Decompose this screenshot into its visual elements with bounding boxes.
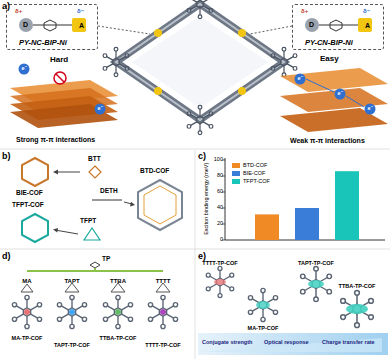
cof-label: TAPT-TP-COF: [54, 343, 90, 349]
stacked-layers: [10, 64, 118, 129]
electron-label: e⁻: [337, 91, 342, 97]
monomer-label: TTBA: [110, 278, 126, 284]
caption-text: Weak π-π interactions: [290, 137, 365, 144]
monomer-label: MA: [22, 278, 31, 284]
caption-text: Strong π-π interactions: [16, 136, 95, 143]
cof-label: MA-TP-COF: [12, 336, 43, 342]
monomer-label: TTTT: [156, 278, 171, 284]
monomer-label: TFPT: [80, 218, 96, 225]
electron-label: e⁻: [97, 106, 102, 112]
legend-text: TFPT-COF: [243, 179, 270, 185]
cof-networks: [22, 158, 182, 242]
cof-label: TTTT-TP-COF: [145, 343, 180, 349]
tick-label: 20: [217, 221, 223, 227]
molecule-label: δ+: [301, 8, 308, 14]
molecule-label: D: [309, 21, 314, 28]
tick-label: 0: [220, 237, 223, 243]
legend-swatch: [232, 163, 240, 168]
monomer-tree: [12, 262, 177, 329]
trend-label: Charge transfer rate: [322, 340, 375, 346]
molecule-label: δ−: [363, 8, 370, 14]
molecule-label: PY-CN-BIP-Ni: [305, 39, 353, 47]
panel-letter: d): [2, 252, 11, 261]
panel-letter: b): [2, 152, 11, 161]
panel-letter: e): [198, 252, 206, 261]
monomer-label: TAPT: [64, 278, 79, 284]
cof-label: TFPT-COF: [12, 202, 44, 209]
panel-letter: a): [2, 2, 10, 11]
legend-swatch: [232, 179, 240, 184]
trend-label: Optical response: [264, 340, 309, 346]
molecule-label: D: [23, 21, 28, 28]
state-label: Hard: [50, 56, 68, 64]
legend-text: BIE-COF: [243, 171, 265, 177]
legend-text: BTD-COF: [243, 163, 267, 169]
molecule-label: δ−: [77, 8, 84, 14]
panel-letter: c): [198, 152, 206, 161]
state-label: Easy: [320, 55, 339, 63]
molecule-label: PY-NC-BIP-Ni: [19, 39, 67, 47]
bar-chart: [222, 158, 385, 240]
monomer-label: TP: [102, 256, 110, 263]
monomer-label: BTT: [88, 156, 101, 163]
molecule-label: A: [79, 22, 84, 29]
cof-label: BTD-COF: [140, 168, 169, 175]
cof-label: MA-TP-COF: [248, 326, 279, 332]
molecule-label: δ+: [15, 8, 22, 14]
cof-label: BIE-COF: [16, 190, 43, 197]
tick-label: 80: [217, 173, 223, 179]
dashed-molecule-box: D Aδ+ δ− PY-NC-BIP-Ni: [6, 4, 98, 50]
electron-label: e⁻: [367, 106, 372, 112]
tick-label: 40: [217, 205, 223, 211]
donor-acceptor-molecule: [19, 18, 372, 32]
monomer-label: DETH: [100, 188, 118, 195]
stacked-layers: [280, 68, 388, 132]
molecule-label: A: [365, 22, 370, 29]
cof-comparison: [198, 266, 388, 355]
cof-label: TTBA-TP-COF: [100, 336, 137, 342]
cof-framework: [98, 0, 297, 135]
tick-label: 60: [217, 189, 223, 195]
cof-label: TTBA-TP-COF: [339, 284, 376, 290]
electron-label: e⁻: [21, 66, 26, 72]
tick-label: 100: [214, 157, 223, 163]
axis-title: Exciton binding energy (meV): [204, 163, 210, 235]
cof-label: TTTT-TP-COF: [202, 261, 237, 267]
trend-label: Conjugate strength: [202, 340, 252, 346]
cof-label: TAPT-TP-COF: [298, 261, 334, 267]
dashed-molecule-box: D Aδ+ δ− PY-CN-BIP-Ni: [292, 4, 384, 50]
legend-swatch: [232, 171, 240, 176]
electron-label: e⁻: [297, 76, 302, 82]
